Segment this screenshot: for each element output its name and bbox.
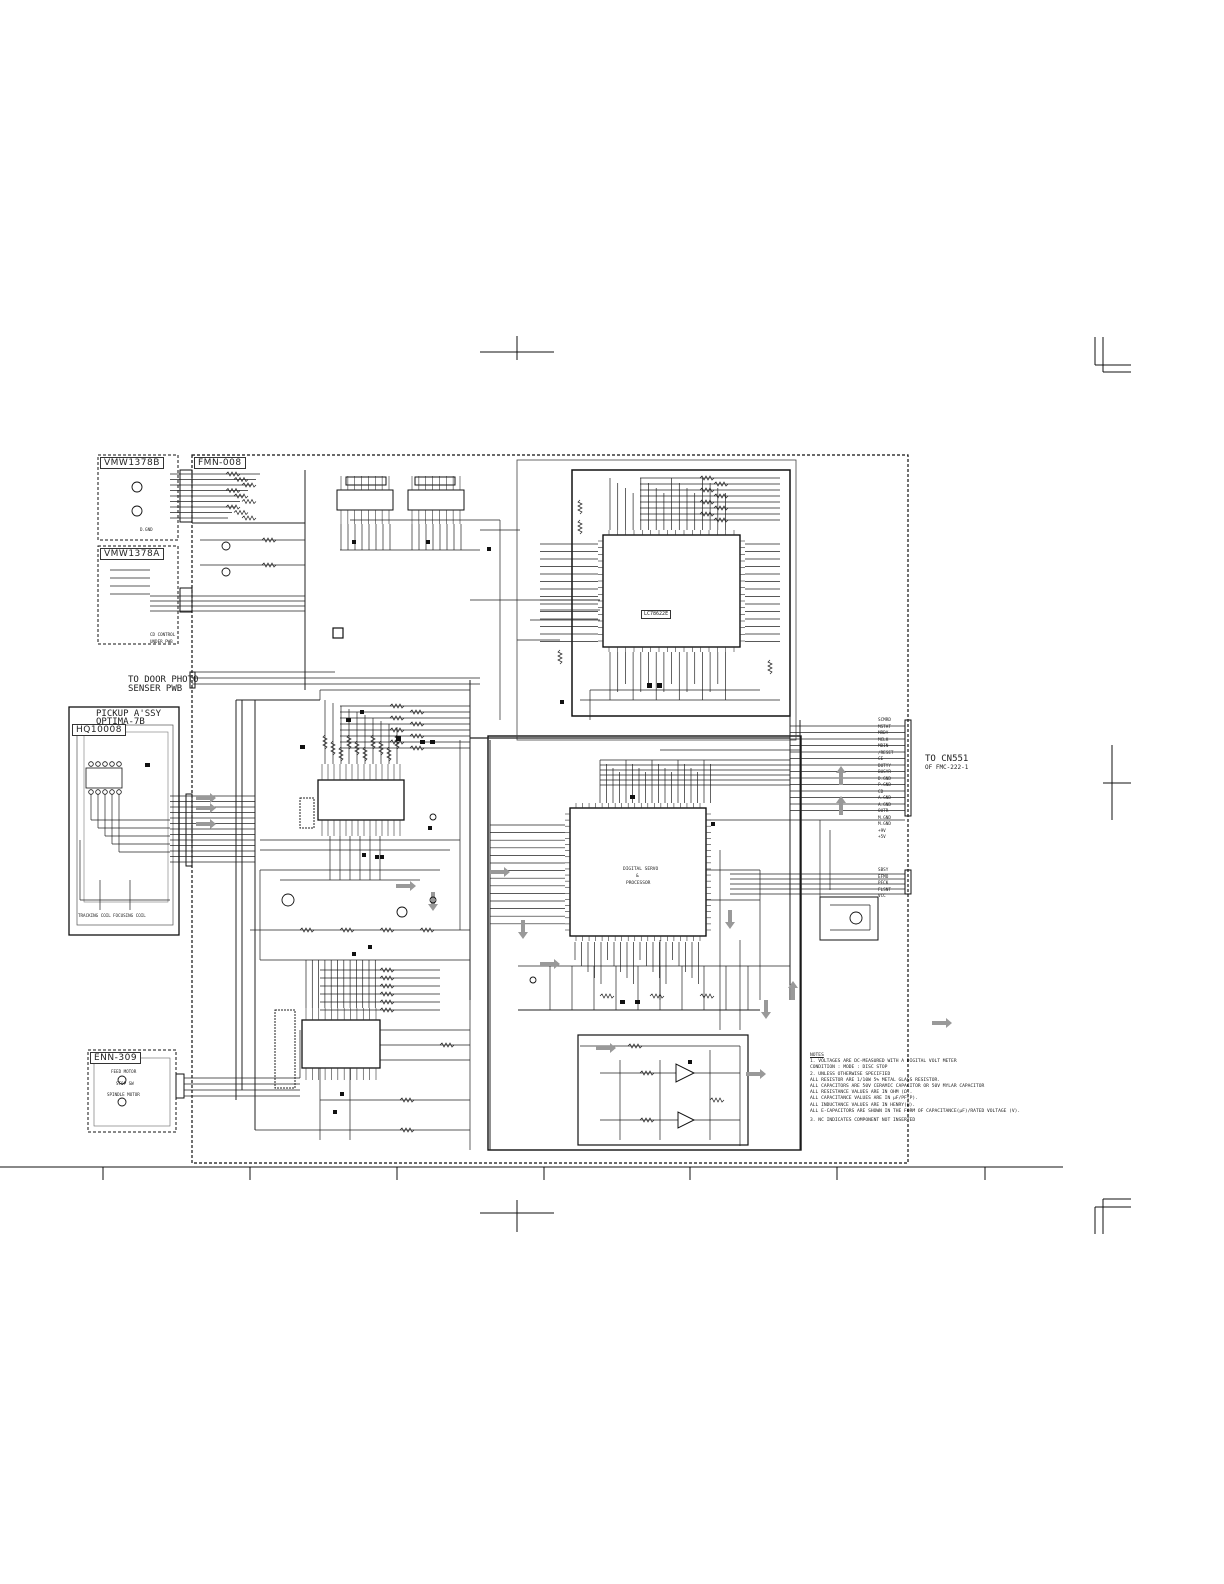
note-2a: ALL RESISTOR ARE 1/10W 5% METAL GLASS RE… <box>810 1077 940 1083</box>
small-ic-b <box>407 489 465 511</box>
registration-marks <box>0 336 1131 1234</box>
small-ic-a <box>336 489 394 511</box>
note-2b: ALL CAPACITORS ARE 50V CERAMIC CAPACITOR… <box>810 1084 985 1090</box>
enn-309-title: ENN-309 <box>90 1052 142 1064</box>
connector-pin-label: MRDY <box>878 731 889 736</box>
note-2: 2. UNLESS OTHERWISE SPECIFIED <box>810 1071 891 1077</box>
vmw1378b-board-outline <box>97 454 179 541</box>
connector-pin-label: VCC <box>878 894 886 899</box>
d-gnd-label: D.GND <box>140 527 153 532</box>
dsp-label-line3: PROCESSOR <box>626 881 651 886</box>
wiring <box>79 470 905 1150</box>
connector-pin-label: +9V <box>878 828 886 834</box>
note-3: 3. NC INDICATES COMPONENT NOT INSERTED <box>810 1118 916 1124</box>
pickup-connector <box>85 761 123 795</box>
connector-pin-label: EFMO <box>878 874 889 880</box>
to-cn-line1: TO CN551 <box>925 754 969 764</box>
rf-amp-ic <box>317 779 405 821</box>
motors <box>117 481 143 1107</box>
connector-pin-label: CE <box>878 757 884 762</box>
connector-pin-label: M.GND <box>878 822 891 827</box>
connector-pin-label: BUSYR <box>878 770 891 775</box>
dsp-chip <box>569 807 707 937</box>
tracking-coil-label: TRACKING COIL <box>78 913 111 918</box>
dsp-label-line2: & <box>636 874 639 879</box>
fmn-008-board-outline <box>191 454 909 1164</box>
connector-pin-label: PFCK <box>878 881 889 886</box>
connector-pin-label: /RESET <box>878 750 894 756</box>
connector-pin-label: +5V <box>878 835 886 840</box>
connector-pin-label: DUTYY <box>878 763 891 769</box>
opamp-frame <box>577 1034 749 1146</box>
driver-ic <box>301 1019 381 1069</box>
components <box>225 471 773 1133</box>
op-amps <box>675 1063 696 1129</box>
connector-pin-label: SCMRD <box>878 718 891 723</box>
to-cn-line2: OF FMC-222-1 <box>925 764 969 771</box>
connector-pin-label: SBSY <box>878 868 889 873</box>
note-1b: CONDITION : MODE : DISC STOP <box>810 1065 888 1071</box>
pickup-title-line1: PICKUP A'SSY <box>96 709 162 719</box>
connector-pin-label: A.GND <box>878 796 891 801</box>
electrolytic-caps <box>145 540 715 1114</box>
door-photo-line1: TO DOOR PHOTO <box>128 675 199 685</box>
note-2f: ALL E-CAPACITORS ARE SHOWN IN THE FORM O… <box>810 1108 1021 1114</box>
pickup-title-line2: OPTIMA-7B <box>96 717 145 727</box>
door-photo-line2: SENSER PWB <box>128 684 183 694</box>
upper-chip-label: LC78622E <box>641 610 672 619</box>
connector-pin-label: MSTAT <box>878 724 891 730</box>
transistors <box>221 541 863 984</box>
hq10008-title: HQ10008 <box>72 724 126 736</box>
fmn-008-title: FMN-008 <box>194 457 246 469</box>
dsp-frame <box>487 735 802 1151</box>
note-1: 1. VOLTAGES ARE DC-MEASURED WITH A DIGIT… <box>810 1059 957 1065</box>
connector-pin-label: FLSNT <box>878 887 891 893</box>
connector-pin-label: OUTR <box>878 809 889 814</box>
upper-ic-chip <box>602 534 741 648</box>
note-2e: ALL INDUCTANCE VALUES ARE IN HENRY(H). <box>810 1102 916 1108</box>
feed-motor-label: FEED MOTOR <box>111 1069 137 1074</box>
connector-pin-label: P.GND <box>878 783 891 788</box>
connector-pin-label: MCLK <box>878 737 889 743</box>
spindle-motor-label: SPINDLE MOTOR <box>107 1092 140 1097</box>
ic-pins <box>305 476 745 1080</box>
connector-pin-label: M.GND <box>878 815 891 821</box>
cd-control-label: CD CONTROL UNDER PWB <box>150 632 176 644</box>
connector-pin-label: A.GND <box>878 802 891 808</box>
vmw1378a-title: VMW1378A <box>100 548 164 560</box>
photo-sensor <box>332 627 344 639</box>
schematic-notes: NOTES 1. VOLTAGES ARE DC-MEASURED WITH A… <box>810 1053 1040 1124</box>
dsp-label-line1: DIGITAL SERVO <box>623 867 659 872</box>
connector-pin-label: CD <box>878 789 884 795</box>
signal-arrows <box>196 766 952 1079</box>
stop-sw-label: STOP SW <box>116 1081 134 1086</box>
note-2c: ALL RESISTANCE VALUES ARE IN OHM (Ω). <box>810 1090 913 1096</box>
focusing-coil-label: FOCUSING COIL <box>113 913 146 918</box>
upper-ic-frame <box>571 469 791 717</box>
pickup-assy-outline <box>68 706 180 936</box>
vmw1378b-title: VMW1378B <box>100 457 164 469</box>
vmw1378a-board-outline <box>97 545 179 645</box>
connector-pin-label: MDIN <box>878 744 889 749</box>
notes-title: NOTES <box>810 1053 824 1058</box>
note-2d: ALL CAPACITANCE VALUES ARE IN μF/PF(P). <box>810 1096 918 1102</box>
connector-pin-label: D.GND <box>878 776 891 782</box>
